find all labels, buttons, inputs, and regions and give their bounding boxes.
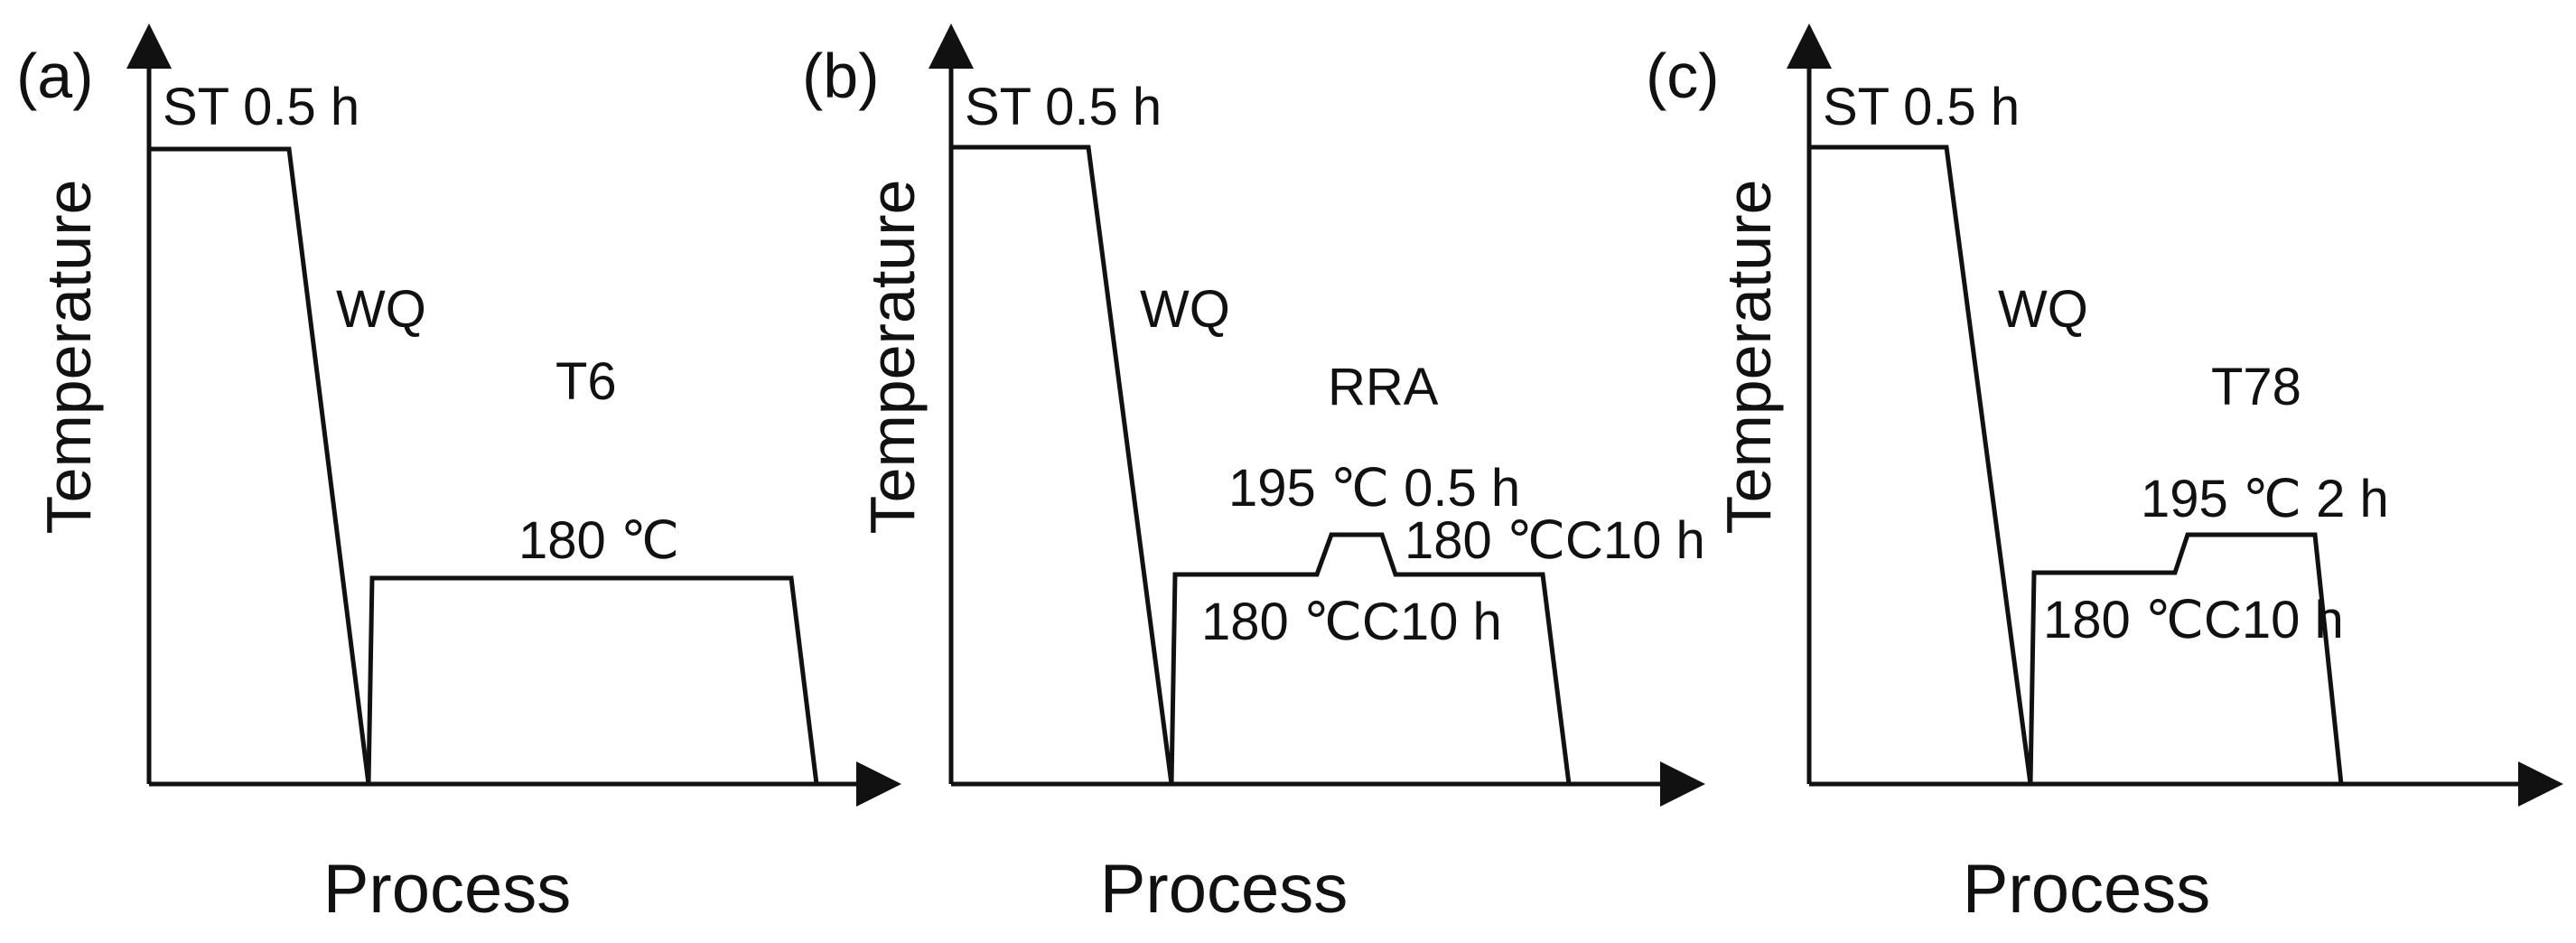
quench-label: WQ — [1140, 280, 1230, 339]
temperature-profile — [951, 145, 1572, 785]
quench-label: WQ — [336, 280, 426, 339]
aging-label-1: 195 ℃ 0.5 h — [1228, 459, 1520, 518]
x-axis-label: Process — [323, 851, 572, 928]
treatment-name: T78 — [2211, 358, 2301, 416]
panel-c: (c) ST 0.5 h WQ T78 195 ℃ 2 h 180 ℃C10 h… — [1646, 23, 2563, 928]
panel-label: (c) — [1646, 41, 1720, 111]
treatment-name: T6 — [555, 352, 617, 411]
temperature-profile — [149, 146, 819, 785]
solution-label: ST 0.5 h — [163, 78, 359, 136]
aging-label-2: 180 ℃C10 h — [2043, 591, 2344, 649]
aging-label-1: 195 ℃ 2 h — [2141, 470, 2389, 528]
aging-label-3: 180 ℃C10 h — [1201, 593, 1502, 651]
y-axis-label: Temperature — [857, 180, 928, 535]
panel-label: (a) — [16, 41, 94, 111]
solution-label: ST 0.5 h — [965, 78, 1162, 136]
temperature-profile — [1809, 145, 2344, 785]
panel-label: (b) — [802, 41, 880, 111]
panel-b: (b) ST 0.5 h WQ RRA 195 ℃ 0.5 h 180 ℃C10… — [802, 23, 1705, 928]
aging-label-1: 180 ℃ — [518, 511, 679, 570]
treatment-name: RRA — [1328, 358, 1439, 416]
quench-label: WQ — [1998, 280, 2088, 339]
panel-a: (a) ST 0.5 h WQ T6 180 ℃ Temperature Pro… — [16, 23, 901, 928]
x-axis-label: Process — [1963, 851, 2211, 928]
x-axis-label: Process — [1100, 851, 1349, 928]
y-axis-label: Temperature — [1713, 180, 1784, 535]
solution-label: ST 0.5 h — [1823, 78, 2020, 136]
y-axis-label: Temperature — [33, 180, 104, 535]
aging-label-2: 180 ℃C10 h — [1405, 511, 1705, 570]
